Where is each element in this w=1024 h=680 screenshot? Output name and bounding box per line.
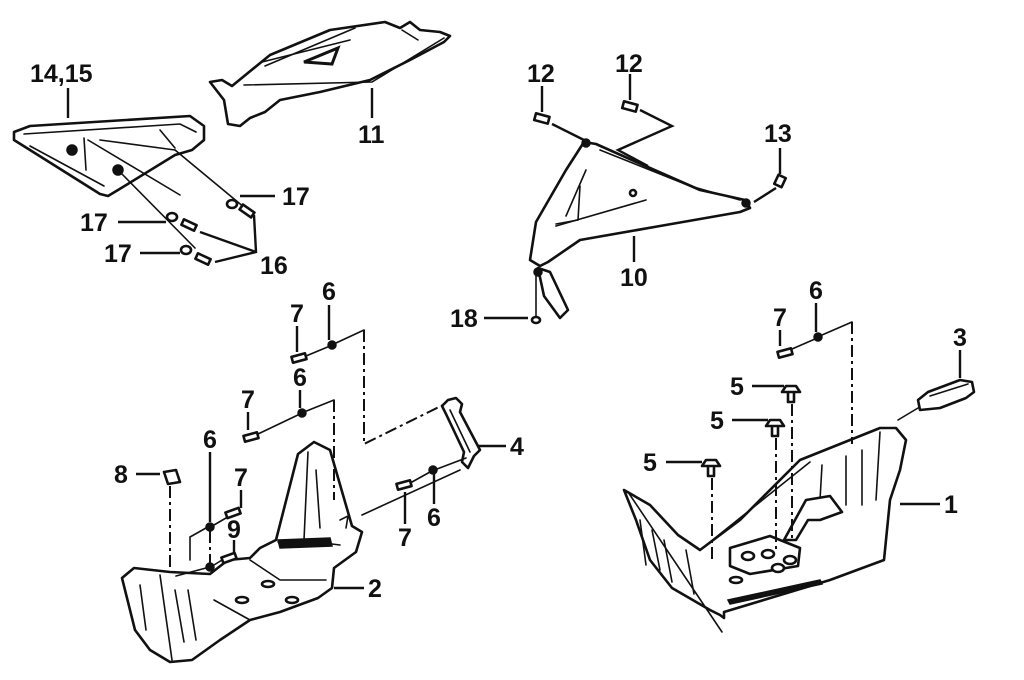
callout-6: 6: [293, 364, 307, 392]
callout-4: 4: [510, 433, 524, 461]
callout-12: 12: [615, 50, 643, 78]
callout-7: 7: [290, 300, 304, 328]
callout-labels: 14,15 11 17 17 17 16 12 12 13 10 18 7 6 …: [30, 50, 967, 603]
nut-8-icon: [162, 468, 182, 486]
bolt-icon: [242, 430, 260, 444]
callout-7: 7: [241, 386, 255, 414]
leader-lines: [66, 74, 962, 590]
clip-icon: [772, 173, 788, 189]
washer-icon: [179, 244, 193, 256]
bolt-icon: [224, 506, 242, 520]
callout-2: 2: [368, 575, 382, 603]
callout-6: 6: [427, 504, 441, 532]
callout-11: 11: [358, 121, 385, 149]
callout-6: 6: [203, 426, 217, 454]
callout-17: 17: [282, 183, 310, 211]
callout-9: 9: [227, 516, 241, 544]
fasteners-left: [162, 329, 446, 577]
clip-icon: [620, 99, 639, 113]
callout-12: 12: [527, 60, 555, 88]
part-11-side-cover: [208, 20, 452, 128]
callout-5: 5: [730, 373, 744, 401]
washer-icon: [205, 522, 215, 532]
callout-8: 8: [114, 461, 128, 489]
callout-5: 5: [710, 407, 724, 435]
washer-icon: [165, 211, 179, 223]
washer-icon: [205, 562, 215, 572]
callout-7: 7: [773, 304, 787, 332]
bolt-icon: [238, 203, 256, 219]
fasteners-12-13: [530, 99, 788, 325]
bolt-icon: [194, 252, 212, 266]
fasteners-right: [700, 321, 976, 560]
callout-7: 7: [398, 524, 412, 552]
bolt-icon: [395, 478, 413, 492]
fasteners-16-17: [87, 139, 258, 266]
washer-icon: [297, 408, 307, 418]
callout-7: 7: [234, 464, 248, 492]
callout-13: 13: [764, 120, 792, 148]
bolt-icon: [290, 351, 308, 365]
part-4-bracket: [361, 396, 482, 516]
bolt-icon: [180, 218, 198, 232]
callout-1: 1: [944, 491, 958, 519]
washer-icon: [327, 340, 337, 350]
screw-5-icon: [764, 418, 786, 438]
callout-6: 6: [809, 277, 823, 305]
callout-5: 5: [643, 449, 657, 477]
clip-icon: [532, 111, 551, 125]
bolt-icon: [776, 346, 794, 360]
part-10-front-cover: [528, 138, 752, 320]
screw-5-icon: [700, 458, 722, 478]
screw-icon: [530, 315, 542, 325]
part-1-right-footrest: [622, 426, 908, 633]
callout-17: 17: [104, 240, 132, 268]
callout-17: 17: [80, 209, 108, 237]
callout-16: 16: [260, 252, 288, 280]
part-3-bracket: [916, 378, 976, 412]
callout-10: 10: [620, 264, 648, 292]
part-14-15-grab-rail: [12, 114, 206, 198]
callout-6: 6: [322, 278, 336, 306]
callout-14-15: 14,15: [30, 60, 93, 88]
callout-3: 3: [953, 324, 967, 352]
washer-icon: [225, 198, 239, 210]
screw-5-icon: [780, 384, 802, 404]
washer-icon: [813, 332, 823, 342]
callout-18: 18: [450, 305, 478, 333]
